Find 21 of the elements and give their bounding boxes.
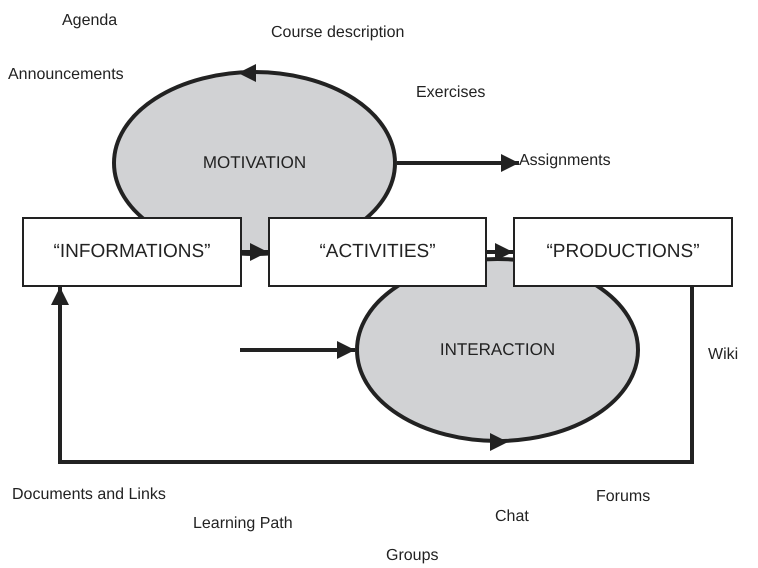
text-label: Exercises (416, 84, 486, 102)
process-box: “ACTIVITIES” (268, 217, 487, 287)
arrow (51, 287, 694, 464)
text-label: Documents and Links (12, 486, 166, 504)
text-label: Course description (271, 24, 404, 42)
node-label: MOTIVATION (202, 153, 306, 173)
text-label: Groups (386, 547, 438, 565)
text-label: Agenda (62, 12, 118, 30)
text-label: Forums (596, 488, 650, 506)
text-label: Chat (495, 508, 529, 526)
text-label: Learning Path (193, 515, 293, 533)
arrow (397, 154, 519, 172)
node-label: Assignments (519, 152, 611, 170)
node-label: INTERACTION (440, 340, 556, 360)
arrow (242, 243, 268, 261)
ellipse-node (355, 257, 640, 443)
arrow (240, 341, 355, 359)
text-label: Announcements (8, 66, 124, 84)
process-box: “PRODUCTIONS” (513, 217, 733, 287)
process-box: “INFORMATIONS” (22, 217, 242, 287)
text-label: Wiki (708, 346, 738, 364)
